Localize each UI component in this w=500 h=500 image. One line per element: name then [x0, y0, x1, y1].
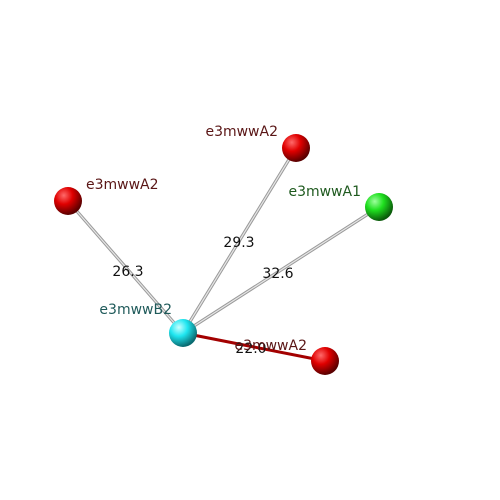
node-c-sphere[interactable] [365, 193, 393, 221]
edges-layer [66, 146, 381, 363]
edge-label-a-d: 26.3 [112, 264, 143, 280]
edge-c-d [182, 206, 380, 334]
node-a-label: e3mwwA2 [86, 177, 159, 193]
edge-a-d [67, 200, 184, 334]
edge-label-b-d: 29.3 [223, 235, 254, 251]
node-e-sphere[interactable] [311, 347, 339, 375]
edge-b-d [182, 147, 297, 334]
node-d-sphere[interactable] [169, 319, 197, 347]
edge-labels-layer: 26.3 29.3 32.6 22.0 [112, 235, 293, 357]
node-d-label: e3mwwB2 [99, 302, 172, 318]
node-e-label: e3mwwA2 [234, 338, 307, 354]
node-b-sphere[interactable] [282, 134, 310, 162]
edge-d-e [181, 331, 327, 363]
node-labels-layer: e3mwwA2 e3mwwA2 e3mwwA1 e3mwwB2 e3mwwA2 [86, 124, 361, 354]
edge-label-d-e: 22.0 [235, 341, 266, 357]
node-b-label: e3mwwA2 [205, 124, 278, 140]
node-a-sphere[interactable] [54, 187, 82, 215]
node-c-label: e3mwwA1 [288, 184, 361, 200]
nodes-layer [54, 134, 393, 375]
edge-label-c-d: 32.6 [262, 266, 293, 282]
